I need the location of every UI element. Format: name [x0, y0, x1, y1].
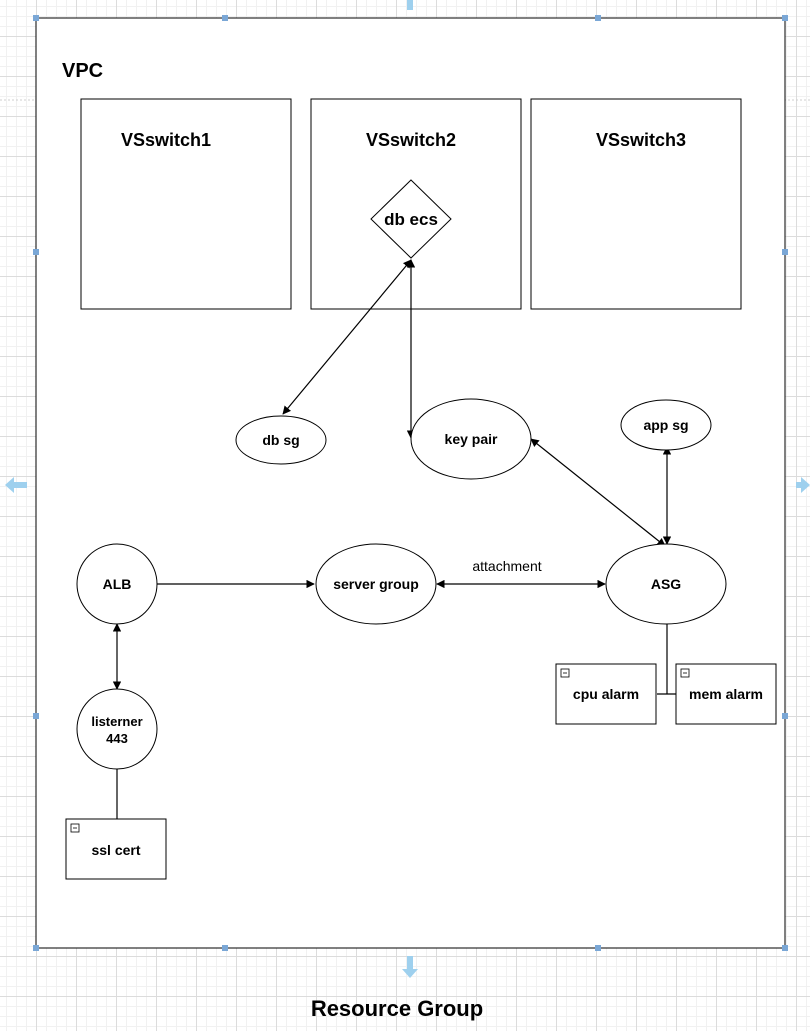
app-sg-label: app sg	[643, 417, 688, 433]
vswitch-1-label: VSswitch1	[121, 130, 211, 150]
resize-handle-bottom[interactable]	[595, 945, 601, 951]
mem-alarm-node[interactable]	[675, 663, 777, 725]
key-pair-node[interactable]	[410, 398, 532, 480]
resize-handle-top-right[interactable]	[782, 15, 788, 21]
app-sg-node[interactable]	[620, 399, 712, 451]
resize-handle-bottom-right[interactable]	[782, 945, 788, 951]
server-group-label: server group	[333, 576, 419, 592]
guide-arrow-top-icon[interactable]	[407, 0, 413, 10]
vswitch-2-label: VSswitch2	[366, 130, 456, 150]
vswitch-3-label: VSswitch3	[596, 130, 686, 150]
db-ecs-label: db ecs	[384, 210, 438, 229]
db-sg-label: db sg	[262, 432, 299, 448]
vswitch-1-box[interactable]	[80, 98, 292, 310]
resize-handle-bottom-left[interactable]	[33, 945, 39, 951]
resize-handle-right[interactable]	[782, 713, 788, 719]
alb-node[interactable]	[76, 543, 158, 625]
db-ecs-node[interactable]	[370, 179, 452, 259]
vpc-label: VPC	[62, 60, 103, 82]
guide-arrow-left-icon[interactable]	[5, 477, 27, 493]
server-group-node[interactable]	[315, 543, 437, 625]
ssl-cert-node[interactable]	[65, 818, 167, 880]
resize-handle-left[interactable]	[33, 249, 39, 255]
asg-label: ASG	[651, 576, 681, 592]
resize-handle-top[interactable]	[595, 15, 601, 21]
edge-db-ecs-to-db-sg[interactable]	[282, 259, 412, 415]
ssl-cert-label: ssl cert	[91, 842, 140, 858]
db-sg-node[interactable]	[235, 415, 327, 465]
asg-node[interactable]	[605, 543, 727, 625]
listener-node[interactable]	[76, 688, 158, 770]
listener-label-line1: listerner	[91, 714, 142, 729]
ssl-cert-collapse-icon[interactable]	[70, 823, 80, 833]
resource-group-label: Resource Group	[311, 996, 483, 1021]
cpu-alarm-node[interactable]	[555, 663, 657, 725]
listener-label-line2: 443	[106, 731, 128, 746]
guide-arrow-right-icon[interactable]	[796, 477, 810, 493]
attachment-edge-label: attachment	[472, 558, 541, 574]
resize-handle-left[interactable]	[33, 713, 39, 719]
resize-handle-top[interactable]	[222, 15, 228, 21]
alb-label: ALB	[103, 576, 132, 592]
mem-alarm-collapse-icon[interactable]	[680, 668, 690, 678]
cpu-alarm-label: cpu alarm	[573, 686, 639, 702]
resize-handle-right[interactable]	[782, 249, 788, 255]
selection-handles[interactable]	[33, 15, 788, 951]
guide-arrow-bottom-icon[interactable]	[402, 956, 418, 978]
mem-alarm-label: mem alarm	[689, 686, 763, 702]
cpu-alarm-collapse-icon[interactable]	[560, 668, 570, 678]
edge-key-pair-to-asg[interactable]	[530, 438, 666, 547]
key-pair-label: key pair	[445, 431, 498, 447]
resize-handle-bottom[interactable]	[222, 945, 228, 951]
vswitch-3-box[interactable]	[530, 98, 742, 310]
resize-handle-top-left[interactable]	[33, 15, 39, 21]
